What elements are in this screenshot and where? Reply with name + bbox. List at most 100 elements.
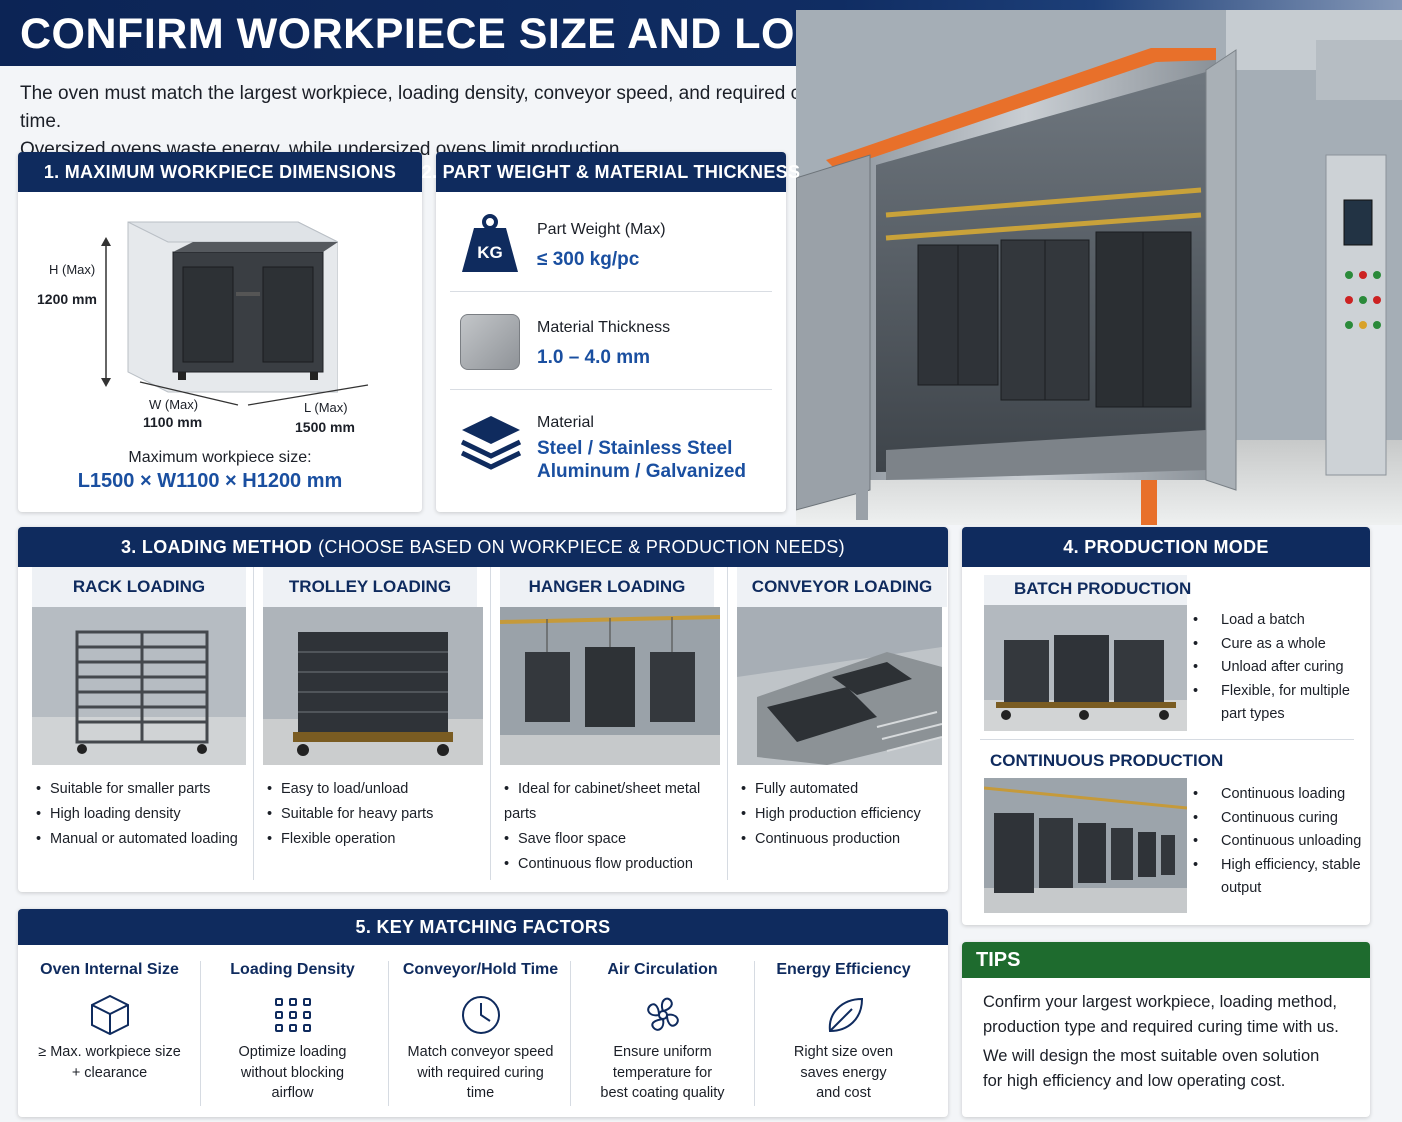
loading-method-title: 3. LOADING METHOD bbox=[121, 536, 313, 557]
thickness-value: 1.0 – 4.0 mm bbox=[537, 347, 651, 368]
key-matching-factors-title: 5. KEY MATCHING FACTORS bbox=[18, 909, 948, 945]
list-item: Continuous unloading bbox=[1207, 830, 1367, 854]
factor-description: Optimize loading without blocking airflo… bbox=[238, 1044, 347, 1101]
svg-text:KG: KG bbox=[477, 243, 503, 262]
factor-title: Conveyor/Hold Time bbox=[402, 961, 559, 978]
material-value-2: Aluminum / Galvanized bbox=[537, 461, 747, 482]
list-item: Unload after curing bbox=[1207, 656, 1357, 680]
rack-loading-column: RACK LOADING Suitable for smaller parts … bbox=[18, 567, 250, 892]
column-divider bbox=[490, 567, 491, 880]
weight-thickness-card: 2. PART WEIGHT & MATERIAL THICKNESS KG P… bbox=[422, 152, 800, 512]
trolley-loading-column: TROLLEY LOADING Easy to load/unload Suit… bbox=[249, 567, 483, 892]
fan-icon bbox=[646, 997, 679, 1031]
batch-production-photo bbox=[984, 605, 1187, 731]
column-divider bbox=[200, 961, 201, 1106]
height-label: H (Max) bbox=[49, 262, 96, 277]
list-item: Suitable for smaller parts bbox=[36, 777, 238, 802]
cube-icon bbox=[90, 994, 129, 1036]
column-divider bbox=[727, 567, 728, 880]
key-matching-factors-card: 5. KEY MATCHING FACTORS Oven Internal Si… bbox=[18, 909, 948, 1117]
rack-loading-title: RACK LOADING bbox=[32, 567, 246, 607]
thickness-label: Material Thickness bbox=[537, 319, 671, 336]
kg-weight-icon: KG bbox=[462, 214, 518, 272]
divider bbox=[980, 739, 1354, 740]
hanger-loading-column: HANGER LOADING Ideal for cabinet/sheet m… bbox=[486, 567, 720, 892]
grid-dots-icon bbox=[274, 998, 311, 1032]
hanger-loading-photo bbox=[500, 607, 720, 765]
continuous-production-points: Continuous loading Continuous curing Con… bbox=[1207, 783, 1367, 901]
list-item: Suitable for heavy parts bbox=[267, 802, 433, 827]
loading-method-header: 3. LOADING METHOD (CHOOSE BASED ON WORKP… bbox=[18, 527, 948, 567]
tips-title: TIPS bbox=[962, 942, 1370, 978]
material-label: Material bbox=[537, 414, 594, 431]
list-item: Save floor space bbox=[504, 827, 718, 852]
factor-energy-efficiency: Energy Efficiency Right size oven saves … bbox=[752, 949, 935, 1109]
part-weight-row: KG Part Weight (Max) ≤ 300 kg/pc bbox=[450, 194, 772, 292]
list-item: Flexible operation bbox=[267, 827, 433, 852]
workpiece-cabinet-icon bbox=[127, 221, 338, 393]
list-item: Manual or automated loading bbox=[36, 827, 238, 852]
continuous-production-photo bbox=[984, 778, 1187, 913]
factor-title: Oven Internal Size bbox=[40, 961, 179, 978]
width-value: 1100 mm bbox=[143, 414, 203, 430]
column-divider bbox=[388, 961, 389, 1106]
list-item: High production efficiency bbox=[741, 802, 921, 827]
thickness-row: Material Thickness 1.0 – 4.0 mm bbox=[450, 292, 772, 390]
factor-title: Air Circulation bbox=[607, 961, 718, 978]
material-value-1: Steel / Stainless Steel bbox=[537, 438, 733, 459]
height-value: 1200 mm bbox=[37, 291, 97, 307]
list-item: Continuous loading bbox=[1207, 783, 1367, 807]
intro-line-1: The oven must match the largest workpiec… bbox=[20, 83, 843, 132]
trolley-loading-photo bbox=[263, 607, 483, 765]
list-item: Ideal for cabinet/sheet metal parts bbox=[504, 777, 718, 827]
workpiece-dimensions-card: 1. MAXIMUM WORKPIECE DIMENSIONS H (Max) … bbox=[18, 152, 422, 512]
list-item: High loading density bbox=[36, 802, 238, 827]
list-item: High efficiency, stable output bbox=[1207, 854, 1367, 901]
column-divider bbox=[253, 567, 254, 880]
factor-oven-internal-size: Oven Internal Size ≥ Max. workpiece size… bbox=[18, 949, 201, 1109]
factor-title: Energy Efficiency bbox=[776, 961, 911, 978]
factor-description: Ensure uniform temperature for best coat… bbox=[600, 1044, 725, 1101]
length-value: 1500 mm bbox=[295, 419, 355, 435]
max-size-caption: Maximum workpiece size: bbox=[128, 449, 312, 466]
loading-method-subtitle: (CHOOSE BASED ON WORKPIECE & PRODUCTION … bbox=[318, 536, 845, 557]
height-arrow-icon bbox=[101, 237, 111, 387]
tips-text-2: We will design the most suitable oven so… bbox=[983, 1047, 1320, 1090]
production-mode-card: 4. PRODUCTION MODE BATCH PRODUCTION Load… bbox=[962, 527, 1370, 925]
conveyor-loading-photo bbox=[737, 607, 942, 765]
tips-text-1: Confirm your largest workpiece, loading … bbox=[983, 993, 1339, 1036]
hanger-loading-points: Ideal for cabinet/sheet metal parts Save… bbox=[504, 777, 718, 877]
factor-description: ≥ Max. workpiece size + clearance bbox=[38, 1044, 181, 1081]
layers-icon bbox=[460, 416, 522, 470]
weight-thickness-title: 2. PART WEIGHT & MATERIAL THICKNESS bbox=[422, 152, 800, 192]
leaf-icon bbox=[828, 997, 863, 1033]
column-divider bbox=[570, 961, 571, 1106]
list-item: Fully automated bbox=[741, 777, 921, 802]
material-row: Material Steel / Stainless Steel Aluminu… bbox=[450, 390, 772, 488]
rack-loading-points: Suitable for smaller parts High loading … bbox=[36, 777, 238, 852]
trolley-loading-title: TROLLEY LOADING bbox=[263, 567, 477, 607]
tips-card: TIPS Confirm your largest workpiece, loa… bbox=[962, 942, 1370, 1117]
hanger-loading-title: HANGER LOADING bbox=[500, 567, 714, 607]
list-item: Continuous flow production bbox=[504, 852, 718, 877]
list-item: Continuous production bbox=[741, 827, 921, 852]
column-divider bbox=[754, 961, 755, 1106]
list-item: Easy to load/unload bbox=[267, 777, 433, 802]
list-item: Cure as a whole bbox=[1207, 633, 1357, 657]
factor-description: Right size oven saves energy and cost bbox=[793, 1044, 894, 1101]
width-label: W (Max) bbox=[149, 397, 199, 412]
oven-photo bbox=[796, 10, 1402, 525]
batch-production-points: Load a batch Cure as a whole Unload afte… bbox=[1207, 609, 1357, 727]
factor-conveyor-hold-time: Conveyor/Hold Time Match conveyor speed … bbox=[389, 949, 572, 1109]
list-item: Continuous curing bbox=[1207, 807, 1367, 831]
trolley-loading-points: Easy to load/unload Suitable for heavy p… bbox=[267, 777, 433, 852]
production-mode-title: 4. PRODUCTION MODE bbox=[962, 527, 1370, 567]
batch-production-title: BATCH PRODUCTION bbox=[1014, 579, 1192, 598]
conveyor-loading-column: CONVEYOR LOADING Fully automated High pr… bbox=[723, 567, 955, 892]
factor-title: Loading Density bbox=[230, 961, 355, 978]
part-weight-value: ≤ 300 kg/pc bbox=[537, 249, 640, 270]
workpiece-dimensions-title: 1. MAXIMUM WORKPIECE DIMENSIONS bbox=[18, 152, 422, 192]
conveyor-loading-title: CONVEYOR LOADING bbox=[737, 567, 947, 607]
clock-icon bbox=[461, 996, 500, 1034]
list-item: Load a batch bbox=[1207, 609, 1357, 633]
